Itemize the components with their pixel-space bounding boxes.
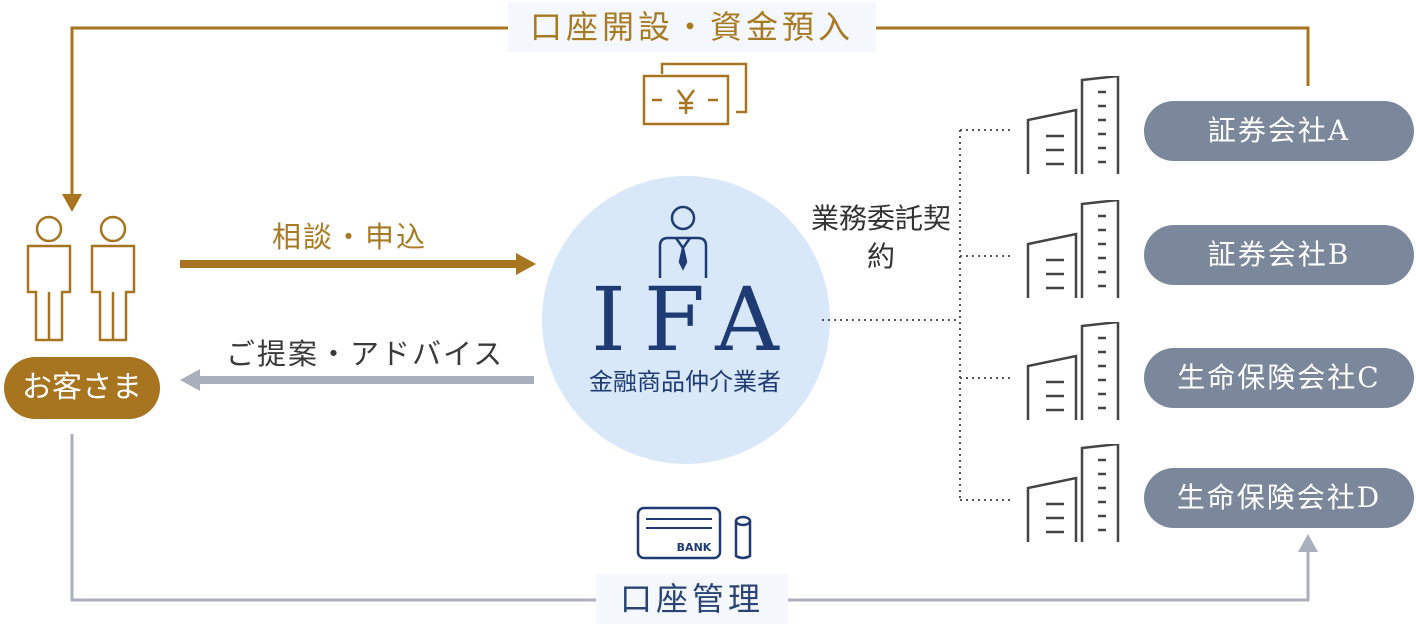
company-pill-b: 証券会社B (1144, 225, 1414, 285)
proposal-label: ご提案・アドバイス (226, 337, 505, 371)
contract-connector (822, 129, 1012, 501)
company-pill-d: 生命保険会社D (1144, 468, 1414, 528)
businessman-icon (658, 205, 708, 278)
building-icon (1026, 200, 1120, 298)
consult-arrowhead (516, 253, 536, 275)
building-icon (1026, 444, 1120, 542)
yen-bill-icon (642, 62, 748, 126)
top-flow-label: 口座開設・資金預入 (508, 2, 876, 52)
company-pill-c: 生命保険会社C (1144, 348, 1414, 408)
ifa-subtitle: 金融商品仲介業者 (589, 368, 781, 396)
ifa-title: IFA (591, 268, 797, 371)
contract-label: 業務委託契約 (810, 202, 951, 273)
bank-card-icon: BANK (636, 506, 722, 560)
bottom-flow-arrowhead (1298, 534, 1318, 552)
bank-card-label: BANK (677, 541, 712, 554)
coin-stack-icon (734, 515, 752, 560)
top-flow-arrowhead (62, 194, 82, 212)
ifa-circle (542, 176, 830, 464)
building-icon (1026, 322, 1120, 420)
consult-label: 相談・申込 (272, 220, 428, 254)
proposal-arrowhead (180, 369, 200, 391)
top-flow-line (70, 26, 1310, 196)
customer-pill: お客さま (4, 357, 160, 419)
person-icon (26, 215, 72, 342)
person-icon (90, 215, 136, 342)
bottom-flow-label: 口座管理 (596, 574, 788, 624)
company-pill-a: 証券会社A (1144, 101, 1414, 161)
building-icon (1026, 76, 1120, 174)
